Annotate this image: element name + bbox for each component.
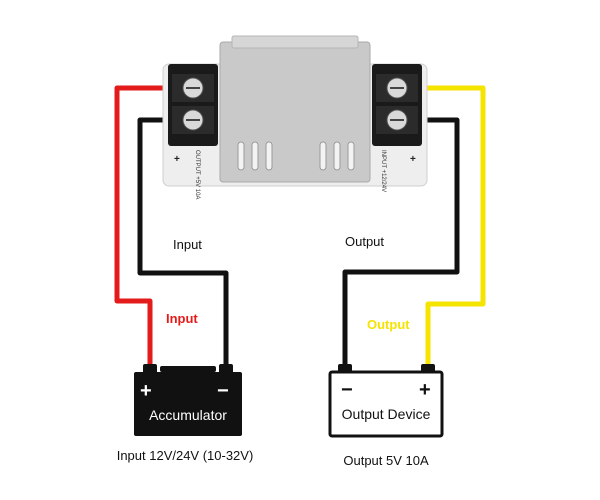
device-name: Output Device <box>342 406 431 422</box>
output-black-wire-label: Output <box>345 234 384 249</box>
left-terminal-block <box>168 64 218 146</box>
output-negative-wire <box>342 117 460 370</box>
output-device: − + Output Device <box>328 364 444 438</box>
module-left-print: OUTPUT +5V 10A <box>194 150 200 199</box>
input-negative-wire <box>137 117 229 370</box>
module-left-plus-sign: + <box>174 154 180 165</box>
input-red-wire-label: Input <box>166 311 198 326</box>
heatsink-slots <box>237 141 355 171</box>
input-black-wire-label: Input <box>173 237 202 252</box>
battery-name: Accumulator <box>149 407 227 423</box>
battery-body <box>134 372 242 436</box>
input-positive-wire <box>114 85 181 370</box>
battery-caption: Input 12V/24V (10-32V) <box>117 448 254 463</box>
output-positive-wire <box>409 85 486 370</box>
battery-terminal-minus <box>219 364 233 374</box>
output-yellow-wire-label: Output <box>367 317 410 332</box>
device-plus-sign: + <box>419 379 431 401</box>
device-minus-sign: − <box>341 379 353 401</box>
battery-plus-sign: + <box>140 380 152 402</box>
module-right-print: INPUT +12/24V <box>380 150 386 192</box>
accumulator-battery: + − Accumulator <box>134 364 242 436</box>
device-body <box>328 370 444 438</box>
dc-dc-converter-module: OUTPUT +5V 10A INPUT +12/24V + + <box>162 35 428 199</box>
battery-terminal-plus <box>143 364 157 374</box>
wires <box>114 85 486 370</box>
battery-top-bar <box>160 366 216 372</box>
module-case-top-lip <box>231 35 359 49</box>
right-terminal-block <box>372 64 422 146</box>
battery-minus-sign: − <box>217 380 229 402</box>
module-right-plus-sign: + <box>410 154 416 165</box>
device-caption: Output 5V 10A <box>343 453 429 468</box>
